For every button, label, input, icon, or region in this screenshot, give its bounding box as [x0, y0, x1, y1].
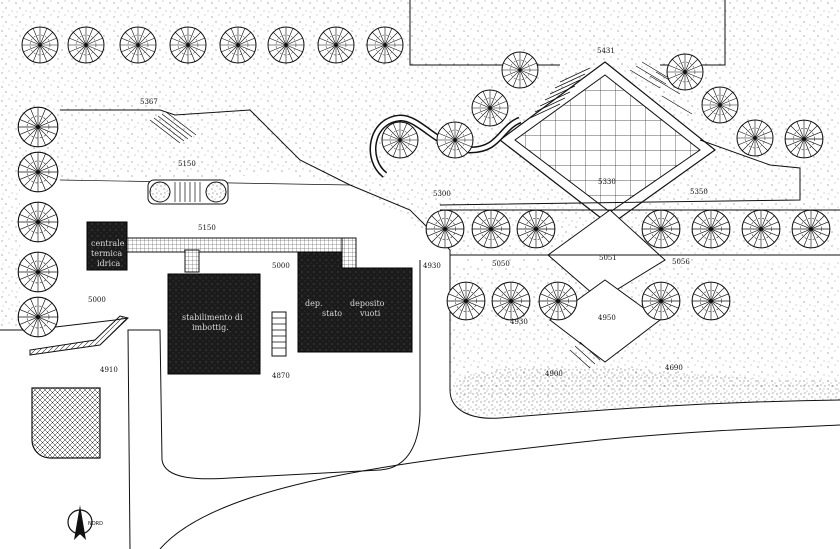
east-road-edge: [449, 250, 840, 419]
building-main: [167, 273, 261, 375]
elev-5150-mid: 5150: [198, 224, 216, 232]
building-right-label-4: vuoti: [359, 309, 381, 318]
terrace-line-1: [439, 139, 801, 206]
north-label: NORD: [88, 521, 103, 527]
north-arrow: NORD: [67, 505, 103, 540]
elev-4930-road: 4930: [423, 262, 441, 270]
access-road: [127, 260, 421, 549]
building-right-label-3: deposito: [350, 299, 385, 308]
building-right-label-1: dep.: [305, 299, 323, 308]
elev-5300: 5300: [433, 190, 451, 198]
elev-4910: 4910: [100, 366, 118, 374]
building-main-label-1: stabilimento di: [182, 313, 243, 322]
elev-5056: 5056: [672, 258, 690, 266]
building-small: [86, 221, 128, 271]
elev-5350: 5350: [690, 188, 708, 196]
planter-steps: [147, 179, 229, 205]
lower-landscape-area: [455, 367, 840, 417]
elev-5431: 5431: [597, 47, 615, 55]
building-small-label-2: termica: [91, 249, 122, 258]
elev-4900: 4900: [545, 370, 563, 378]
elev-5050: 5050: [492, 260, 510, 268]
elev-4690: 4690: [665, 364, 683, 372]
building-small-label-1: centrale: [91, 239, 125, 248]
building-right-label-2: stato: [322, 309, 342, 318]
elev-5367: 5367: [140, 98, 158, 106]
west-ramp: [29, 315, 129, 356]
building-small-label-3: idrica: [97, 259, 121, 268]
entry-steps: [149, 111, 197, 144]
elev-5330: 5330: [598, 178, 616, 186]
building-main-label-2: imbottig.: [192, 323, 229, 332]
elev-5000-right: 5000: [272, 262, 290, 270]
elev-4950: 4950: [598, 314, 616, 322]
elev-5051: 5051: [599, 254, 617, 262]
sports-court: [31, 387, 101, 459]
lower-steps: [569, 341, 601, 369]
elev-4870: 4870: [272, 372, 290, 380]
elev-5000-left: 5000: [88, 296, 106, 304]
elev-4930-east: 4930: [510, 318, 528, 326]
elev-5150-top: 5150: [178, 160, 196, 168]
trees-west-column: [17, 106, 59, 338]
parking-plaza-outline: [60, 109, 451, 251]
main-road: [159, 424, 840, 549]
building-right: [297, 251, 413, 353]
stair-between: [271, 311, 287, 357]
